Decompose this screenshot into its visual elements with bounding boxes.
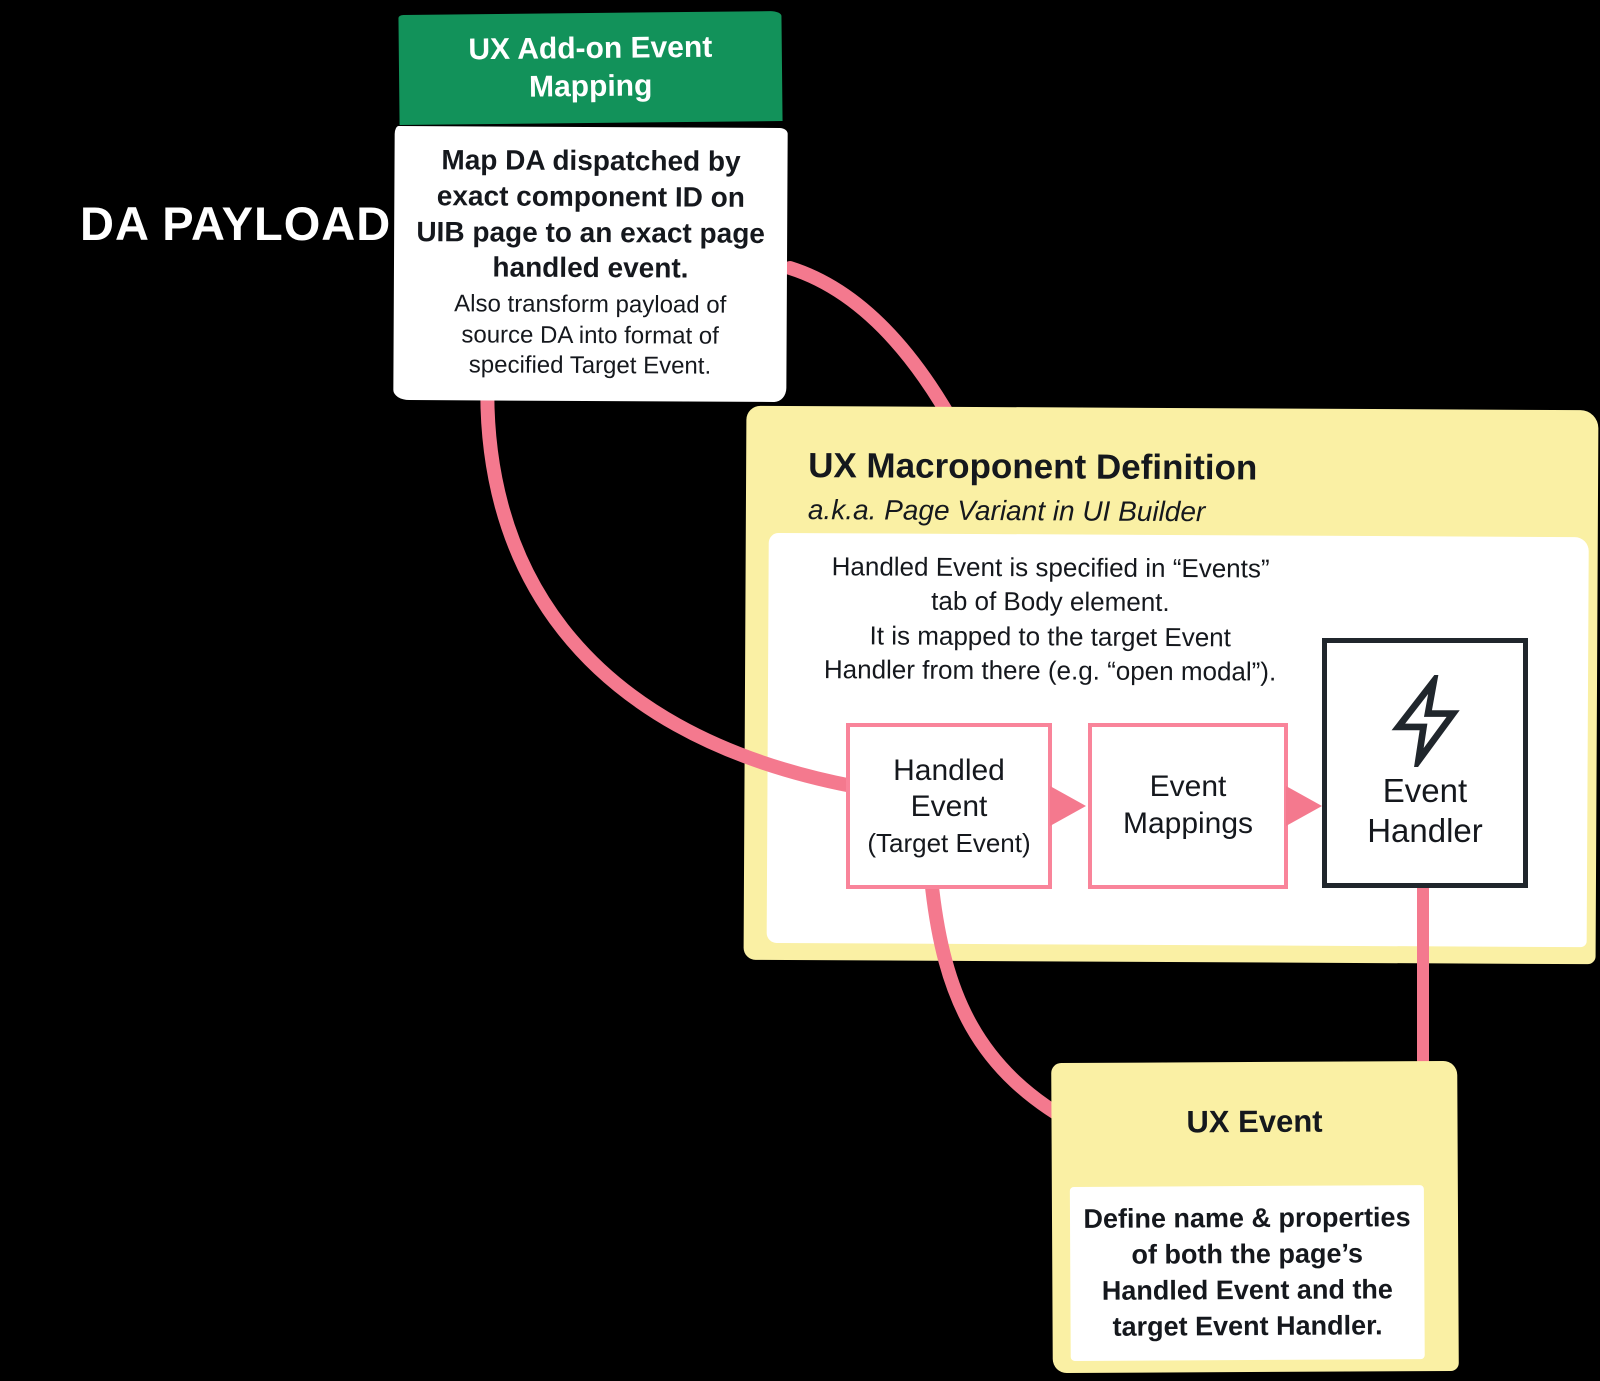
ux-event-description: Define name & properties of both the pag… [1083, 1202, 1411, 1342]
addon-card-description-note: Also transform payload of source DA into… [454, 290, 727, 380]
macroponent-card: UX Macroponent Definition a.k.a. Page Va… [743, 405, 1599, 965]
macroponent-subtitle: a.k.a. Page Variant in UI Builder [807, 494, 1206, 528]
addon-card-title: UX Add-on Event Mapping [468, 30, 713, 104]
addon-card-body-panel: Map DA dispatched by exact component ID … [393, 125, 788, 403]
ux-event-title: UX Event [1186, 1103, 1323, 1140]
addon-card-header: UX Add-on Event Mapping [393, 5, 788, 133]
macroponent-body-panel: Handled Event is specified in “Events” t… [766, 532, 1589, 948]
addon-card-description-bold: Map DA dispatched by exact component ID … [416, 144, 766, 284]
ux-event-card: UX Event Define name & properties of bot… [1051, 1060, 1459, 1374]
ux-event-body-panel: Define name & properties of both the pag… [1069, 1185, 1425, 1361]
addon-event-mapping-card: UX Add-on Event Mapping Map DA dispatche… [393, 5, 788, 403]
macroponent-title: UX Macroponent Definition [808, 446, 1258, 488]
da-payload-label: DA PAYLOAD [80, 197, 392, 250]
macroponent-description: Handled Event is specified in “Events” t… [823, 551, 1277, 687]
